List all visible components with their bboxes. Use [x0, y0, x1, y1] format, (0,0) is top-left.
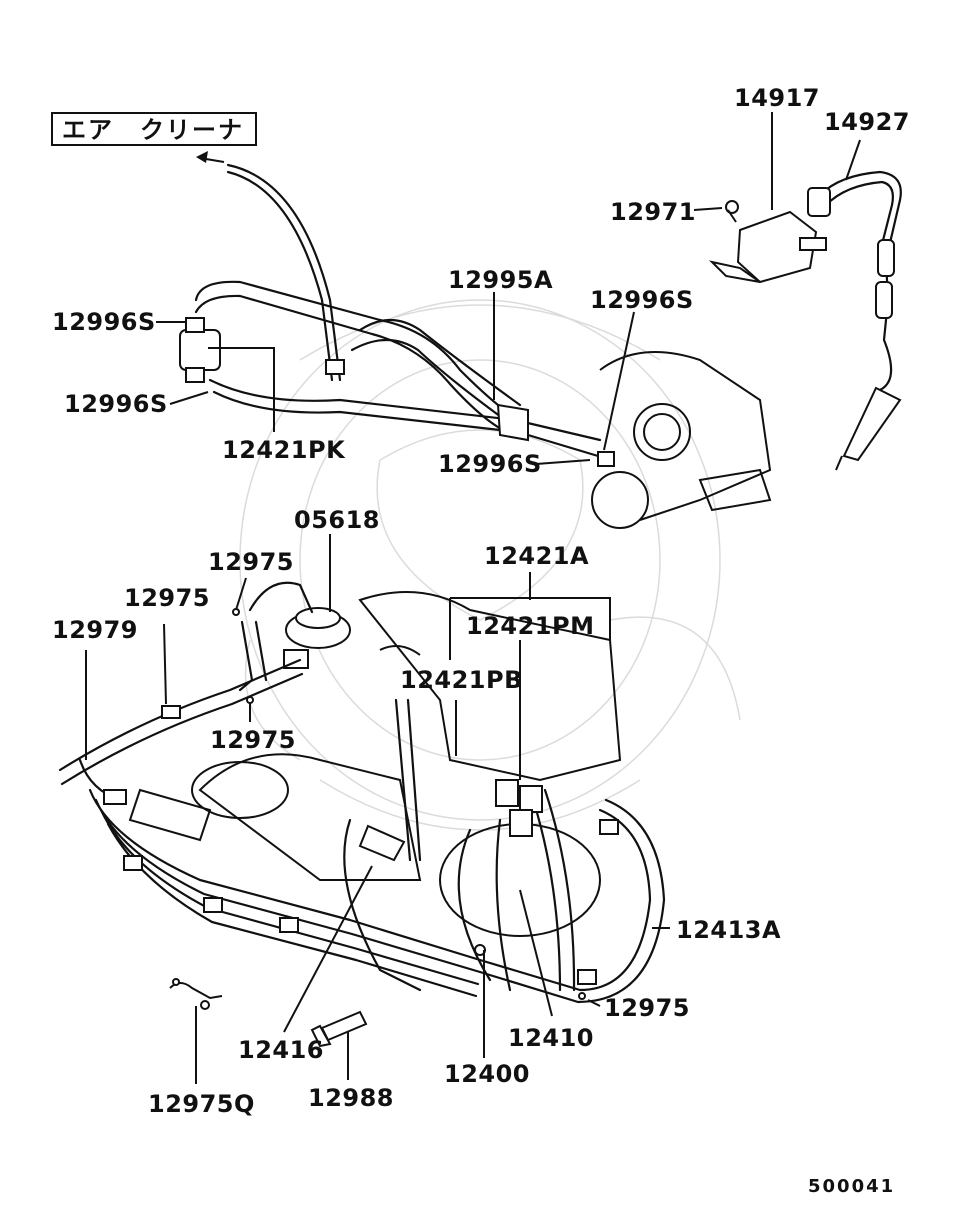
- label-12413A: 12413A: [676, 916, 781, 944]
- label-12996S-center: 12996S: [438, 450, 542, 478]
- engine-sketch-lower: [128, 591, 622, 992]
- air-cleaner-box: エア クリーナ: [51, 112, 257, 146]
- vacuum-switching-valve-pk: [179, 329, 221, 371]
- relay-14917: [708, 210, 827, 284]
- small-clips: [232, 608, 586, 1000]
- vacuum-valve-05618: [238, 581, 351, 692]
- watermark-emblem: [239, 299, 741, 831]
- label-12971: 12971: [610, 198, 696, 226]
- label-12996S-left-bottom: 12996S: [64, 390, 168, 418]
- part-labels: 14917 14927 12971 12995A 12996S 12996S 1…: [52, 84, 910, 1118]
- engine-sketch-upper-right: [591, 351, 772, 529]
- upper-hose-assembly: [179, 163, 615, 467]
- label-12416: 12416: [238, 1036, 324, 1064]
- label-12996S-right-top: 12996S: [590, 286, 694, 314]
- label-12421PM: 12421PM: [466, 612, 594, 640]
- label-12975-left: 12975: [124, 584, 210, 612]
- air-cleaner-label: エア クリーナ: [62, 116, 244, 144]
- valve-cluster-12421: [495, 779, 543, 837]
- clip-12975Q: [169, 978, 223, 1010]
- sensor-12416: [358, 824, 406, 862]
- label-12975-top: 12975: [208, 548, 294, 576]
- leader-lines: [85, 112, 861, 1084]
- label-12996S-left-top: 12996S: [52, 308, 156, 336]
- label-12421PB: 12421PB: [400, 666, 523, 694]
- air-cleaner-frame: [51, 112, 257, 146]
- screw-12971: [725, 200, 739, 223]
- label-12979: 12979: [52, 616, 138, 644]
- main-hose-bundle: [88, 788, 666, 1004]
- air-cleaner-arrow: [196, 151, 225, 163]
- label-14927: 14927: [824, 108, 910, 136]
- label-12421PK: 12421PK: [222, 436, 346, 464]
- label-12410: 12410: [508, 1024, 594, 1052]
- label-12975-right: 12975: [604, 994, 690, 1022]
- label-12995A: 12995A: [448, 266, 553, 294]
- label-12975Q: 12975Q: [148, 1090, 255, 1118]
- label-12988: 12988: [308, 1084, 394, 1112]
- oxygen-sensor-14927: [807, 170, 902, 471]
- left-hose-group: [58, 658, 304, 805]
- label-12421A: 12421A: [484, 542, 589, 570]
- bolt-12988: [310, 1010, 368, 1048]
- label-05618: 05618: [294, 506, 380, 534]
- diagram-code: 500041: [808, 1176, 895, 1197]
- label-14917: 14917: [734, 84, 820, 112]
- label-12975-middle: 12975: [210, 726, 296, 754]
- label-12400: 12400: [444, 1060, 530, 1088]
